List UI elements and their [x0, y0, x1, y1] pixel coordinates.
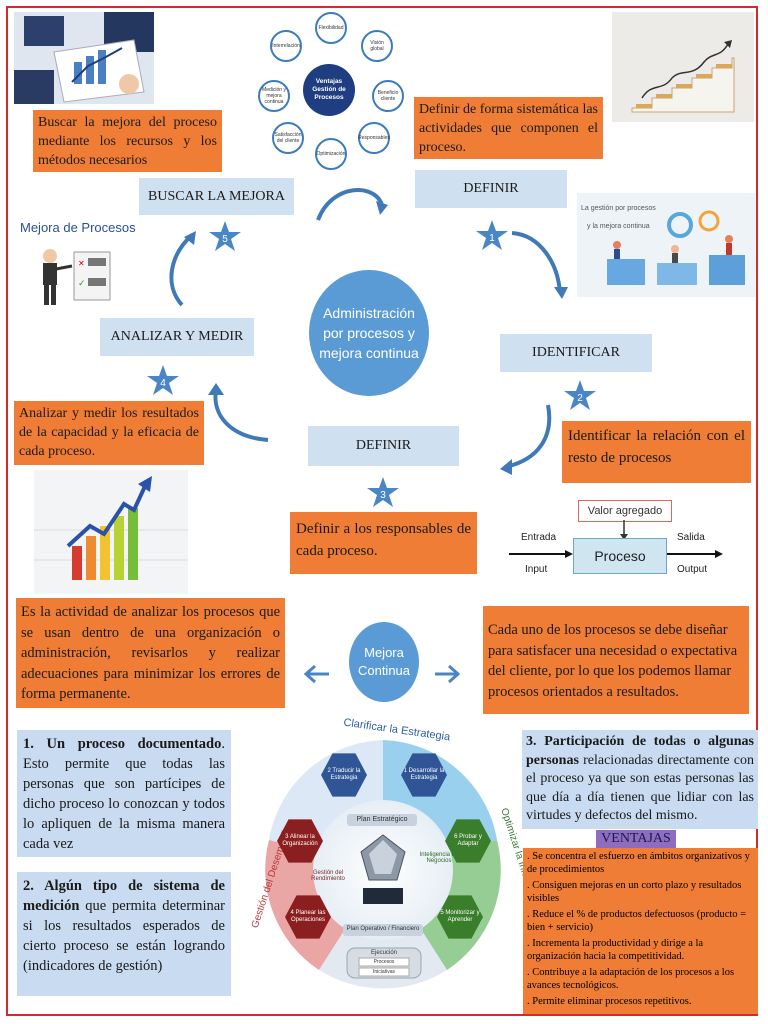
note3-title: 3. Participación de todas o algunas pers… [526, 734, 754, 768]
node-vision-global: Visión global [361, 30, 393, 62]
ventaja-item: . Incrementa la productividad y dirige a… [527, 938, 704, 962]
star-3-icon: 3 [367, 477, 399, 507]
ventajas-center-circle: Ventajas Gestión de Procesos [303, 64, 355, 116]
note-proceso-documentado: 1. Un proceso documentado. Esto permite … [17, 730, 231, 857]
ventajas-gestion-diagram: Ventajas Gestión de Procesos Flexibilida… [254, 8, 404, 170]
note2-prefix: 2. Algún tipo de [23, 878, 154, 894]
salida-label: Salida [677, 532, 705, 543]
svg-text:3: 3 [380, 490, 386, 501]
business-meeting-image [14, 12, 154, 104]
star-4-icon: 4 [147, 365, 179, 395]
gestion-card-title: La gestión por procesos [581, 205, 656, 212]
gestion-card-subtitle: y la mejora continua [587, 223, 650, 230]
mejora-continua-circle: Mejora Continua [349, 622, 419, 702]
gestion-rendimiento-label: Gestión del Rendimiento [311, 870, 345, 882]
mejora-right-description: Cada uno de los procesos se debe diseñar… [483, 606, 749, 714]
svg-text:1: 1 [489, 233, 495, 244]
step-definir2-label: DEFINIR [308, 426, 459, 466]
page-border [6, 6, 758, 1016]
entrada-label: Entrada [521, 532, 557, 543]
node-responsables: Responsables [358, 122, 390, 154]
process-flow-diagram: Valor agregado Entrada Input Proceso Sal… [505, 498, 745, 584]
note-participacion: 3. Participación de todas o algunas pers… [522, 730, 758, 829]
center-circle: Administración por procesos y mejora con… [309, 270, 429, 396]
plan-operativo-label: Plan Operativo / Financiero [346, 926, 420, 932]
gestion-procesos-card: La gestión por procesos y la mejora cont… [577, 193, 755, 297]
staircase-image [612, 12, 754, 122]
identificar-description: Identificar la relación con el resto de … [562, 421, 751, 483]
note-sistema-medicion: 2. Algún tipo de sistema de medición que… [17, 872, 231, 996]
definir2-description: Definir a los responsables de cada proce… [290, 512, 477, 574]
note2-title: sistema de medición [23, 878, 225, 914]
node-optimizacion: Optimización [315, 138, 347, 170]
input-label: Input [525, 564, 548, 575]
svg-text:2: 2 [577, 393, 583, 404]
node-medicion: Medición y mejora continua [258, 80, 290, 112]
proceso-box: Proceso [573, 538, 667, 574]
svg-text:✕: ✕ [78, 259, 85, 268]
star-2-icon: 2 [564, 380, 596, 410]
procesos-label: Procesos [373, 959, 395, 965]
valor-agregado-box: Valor agregado [578, 500, 672, 522]
node-flexibilidad: Flexibilidad [315, 12, 347, 44]
ventajas-title: VENTAJAS [596, 830, 676, 848]
ventajas-box: . Se concentra el esfuerzo en ámbitos or… [523, 848, 758, 1014]
arrow-right-icon [435, 664, 461, 684]
step-identificar-label: IDENTIFICAR [500, 334, 652, 372]
strategy-wheel: Clarificar la Estrategia Gestión del Des… [247, 717, 542, 1010]
star-1-icon: 1 [476, 220, 508, 250]
svg-text:✓: ✓ [78, 278, 86, 288]
center-title: Administración por procesos y mejora con… [319, 305, 419, 361]
note1-title: 1. Un proceso documentado [23, 736, 222, 752]
svg-text:5: 5 [222, 234, 228, 245]
plan-estrategico-label: Plan Estratégico [356, 816, 408, 823]
note1-text: . Esto permite que todas las personas qu… [23, 736, 225, 852]
step-definir-label: DEFINIR [415, 170, 567, 208]
mejora-continua-label: Mejora Continua [357, 645, 411, 678]
ventajas-center-label: Ventajas Gestión de Procesos [312, 78, 346, 101]
node-satisfaccion: Satisfacción del cliente [272, 122, 304, 154]
node-beneficio: Beneficio cliente [372, 80, 404, 112]
analizar-description: Analizar y medir los resultados de la ca… [14, 401, 204, 465]
ventajas-list: . Se concentra el esfuerzo en ámbitos or… [527, 850, 754, 1008]
step-buscar-label: BUSCAR LA MEJORA [139, 178, 294, 215]
node-interrelacion: Interrelación [270, 30, 302, 62]
ventaja-item: . Permite eliminar procesos repetitivos. [527, 996, 692, 1007]
step-analizar-label: ANALIZAR Y MEDIR [100, 318, 254, 356]
inteligencia-negocios-label: Inteligencia de Negocios [419, 852, 459, 864]
growth-chart-image [34, 470, 188, 594]
ventaja-item: . Contribuye a la adaptación de los proc… [527, 967, 735, 991]
svg-text:4: 4 [160, 378, 166, 389]
definir-description: Definir de forma sistemática las activid… [414, 97, 603, 159]
arrow-left-icon [303, 664, 329, 684]
note3-text: relacionadas directamente con el proceso… [526, 752, 754, 824]
ventaja-item: . Consiguen mejoras en un corto plazo y … [527, 880, 742, 904]
iniciativas-label: Iniciativas [373, 969, 395, 975]
ventaja-item: . Se concentra el esfuerzo en ámbitos or… [527, 851, 750, 875]
star-5-icon: 5 [209, 221, 241, 251]
output-label: Output [677, 564, 708, 575]
ejecucion-label: Ejecución [370, 950, 397, 956]
note2-text: que permita determinar si los resultados… [23, 898, 225, 974]
mejora-procesos-title: Mejora de Procesos [20, 220, 136, 235]
presenter-image: ✕ ✓ [34, 244, 114, 308]
ventaja-item: . Reduce el % de productos defectuosos (… [527, 909, 747, 933]
buscar-description: Buscar la mejora del proceso mediante lo… [33, 110, 222, 172]
mejora-left-description: Es la actividad de analizar los procesos… [16, 598, 285, 708]
cycle-arrows [169, 188, 568, 475]
